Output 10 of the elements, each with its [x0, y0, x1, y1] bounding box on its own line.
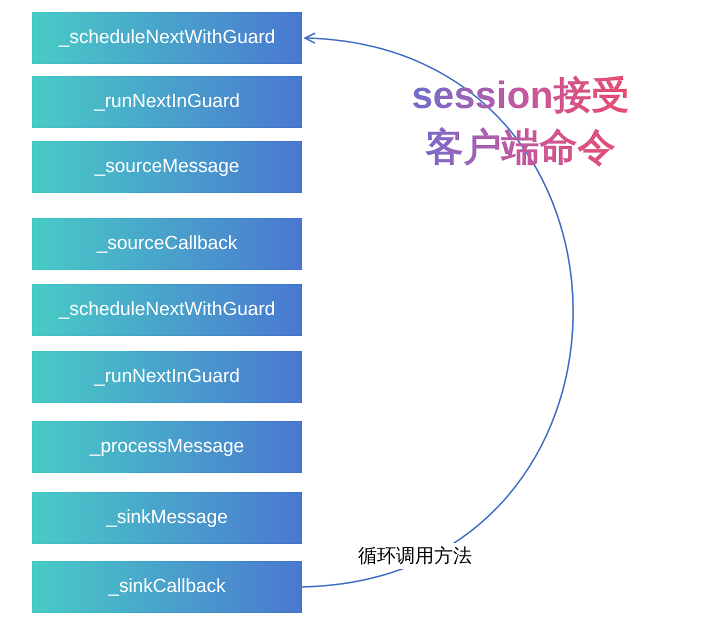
function-box: _runNextInGuard — [32, 76, 302, 128]
function-box: _scheduleNextWithGuard — [32, 284, 302, 336]
function-box: _sourceMessage — [32, 141, 302, 193]
function-box: _sinkMessage — [32, 492, 302, 544]
function-box: _runNextInGuard — [32, 351, 302, 403]
function-box: _sinkCallback — [32, 561, 302, 613]
edge-label: 循环调用方法 — [356, 543, 474, 569]
function-box: _sourceCallback — [32, 218, 302, 270]
function-box: _processMessage — [32, 421, 302, 473]
function-box: _scheduleNextWithGuard — [32, 12, 302, 64]
